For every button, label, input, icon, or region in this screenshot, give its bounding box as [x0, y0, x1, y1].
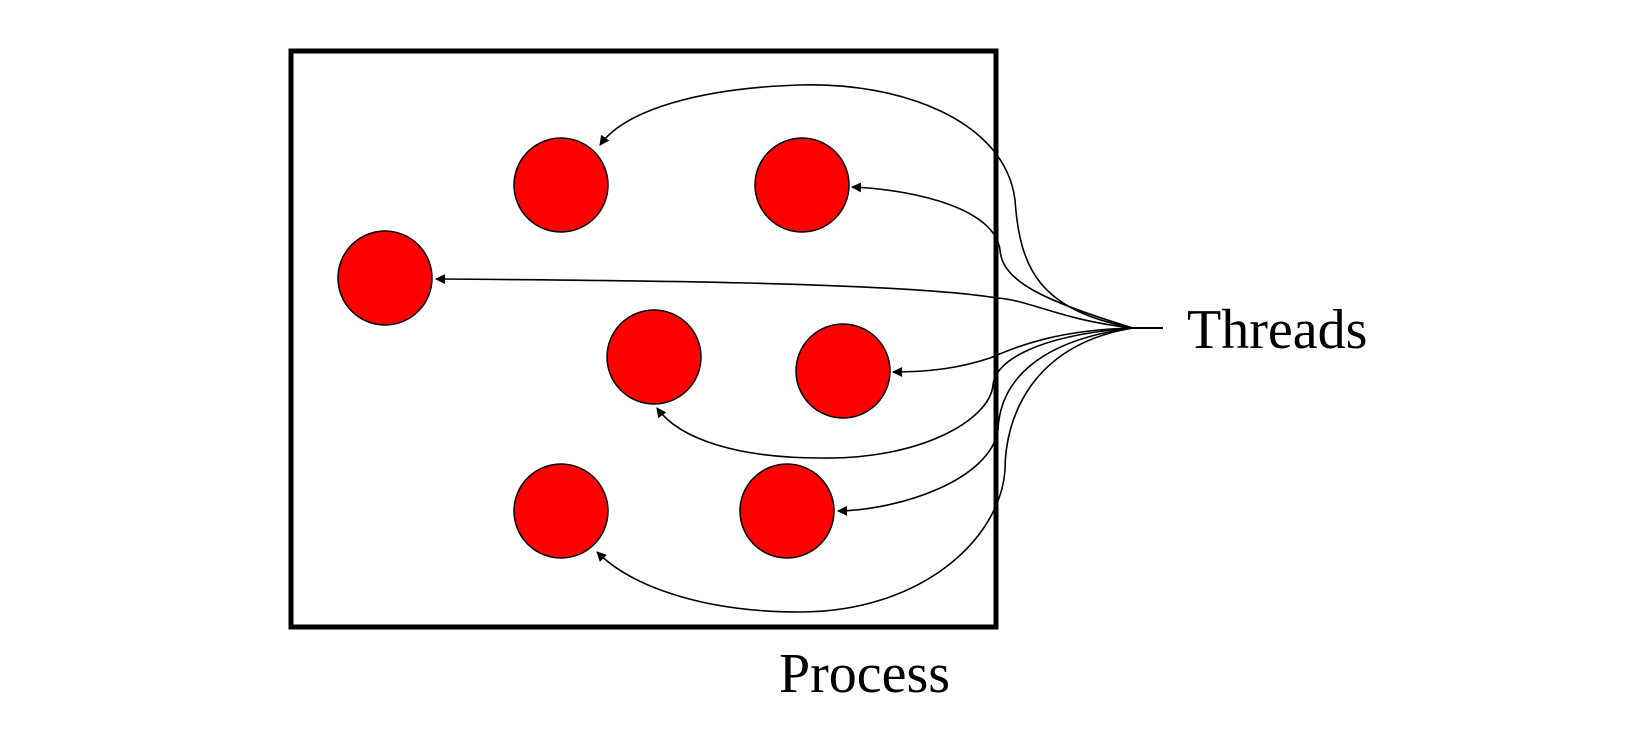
thread-circle [754, 137, 850, 233]
thread-circle [513, 463, 609, 559]
thread-circle [337, 230, 433, 326]
thread-circle [795, 323, 891, 419]
thread-arrow-middle-right [892, 327, 1134, 377]
thread-circle [513, 137, 609, 233]
thread-circle [606, 309, 702, 405]
thread-arrow-top-right [851, 182, 1134, 329]
thread-circle [739, 463, 835, 559]
thread-arrow-bottom-left [596, 327, 1134, 613]
thread-arrow-left [435, 274, 1134, 329]
process-box [288, 48, 999, 630]
process-label: Process [779, 643, 950, 705]
thread-arrow-top-left [599, 84, 1134, 329]
thread-arrow-bottom-right [837, 327, 1134, 516]
threads-label: Threads [1187, 299, 1367, 361]
thread-arrow-middle-left [656, 327, 1134, 459]
